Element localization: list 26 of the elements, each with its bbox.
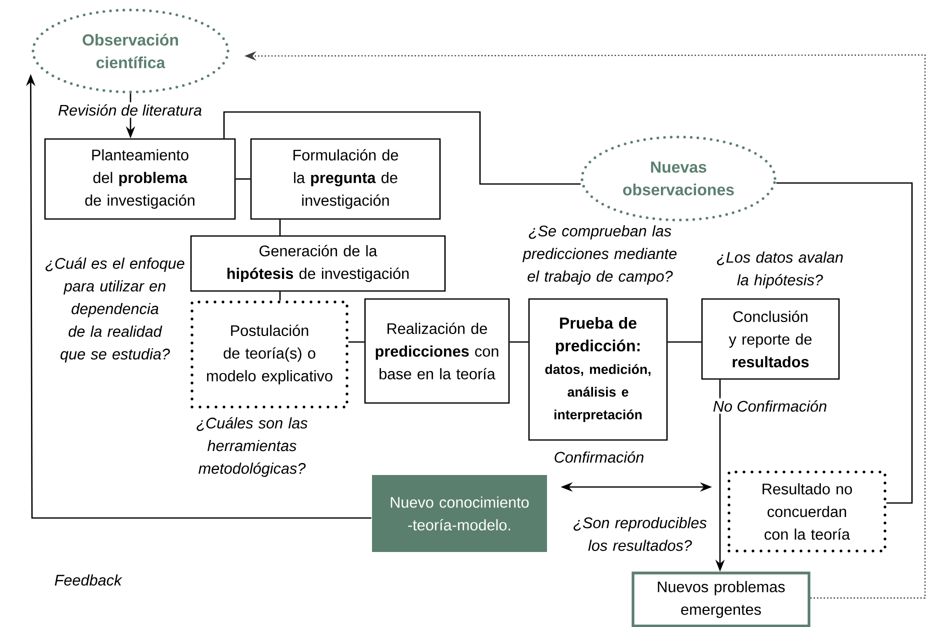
- process-box: Prueba de predicción: datos, medición, análisis e interpretación: [528, 298, 668, 441]
- dotted-box: Resultado no concuerdan con la teoría: [728, 470, 886, 552]
- process-box: Conclusión y reporte de resultados: [701, 298, 840, 380]
- question-text: ¿Son reproducibles los resultados?: [574, 517, 707, 551]
- process-box: Generación de la hipótesis de investigación: [190, 235, 446, 292]
- question-text: ¿Los datos avalan la hipótesis?: [716, 252, 843, 288]
- edge-label: Feedback: [52, 572, 124, 588]
- connector-line: [348, 341, 364, 343]
- edge-label: No Confirmación: [710, 398, 830, 414]
- connector-line: [510, 341, 528, 343]
- connector-line: [236, 178, 250, 180]
- process-box: Formulación de la pregunta de investigación: [250, 138, 441, 220]
- question-text: Confirmación: [554, 451, 644, 463]
- connector-line: [776, 182, 913, 504]
- result-box: Nuevo conocimiento -teoría-modelo.: [372, 475, 547, 552]
- question-text: ¿Cuál es el enfoque para utilizar en dependencia de la realidad que se estudia?: [46, 257, 184, 363]
- connector-line: [668, 341, 702, 343]
- connector-line: [279, 220, 281, 236]
- question-text: ¿Se comprueban las predicciones mediante el trabajo de campo?: [522, 225, 677, 285]
- edge-label: Revisión de literatura: [56, 102, 204, 118]
- dotted-box: Postulación de teoría(s) o modelo explicativo: [190, 300, 348, 408]
- process-box: Planteamiento del problema de investigación: [44, 138, 236, 220]
- connector-line: [279, 292, 281, 301]
- process-box: Realización de predicciones con base en la teoría: [364, 298, 510, 404]
- process-box: Nuevos problemas emergentes: [632, 572, 810, 627]
- connector-line: [223, 111, 581, 185]
